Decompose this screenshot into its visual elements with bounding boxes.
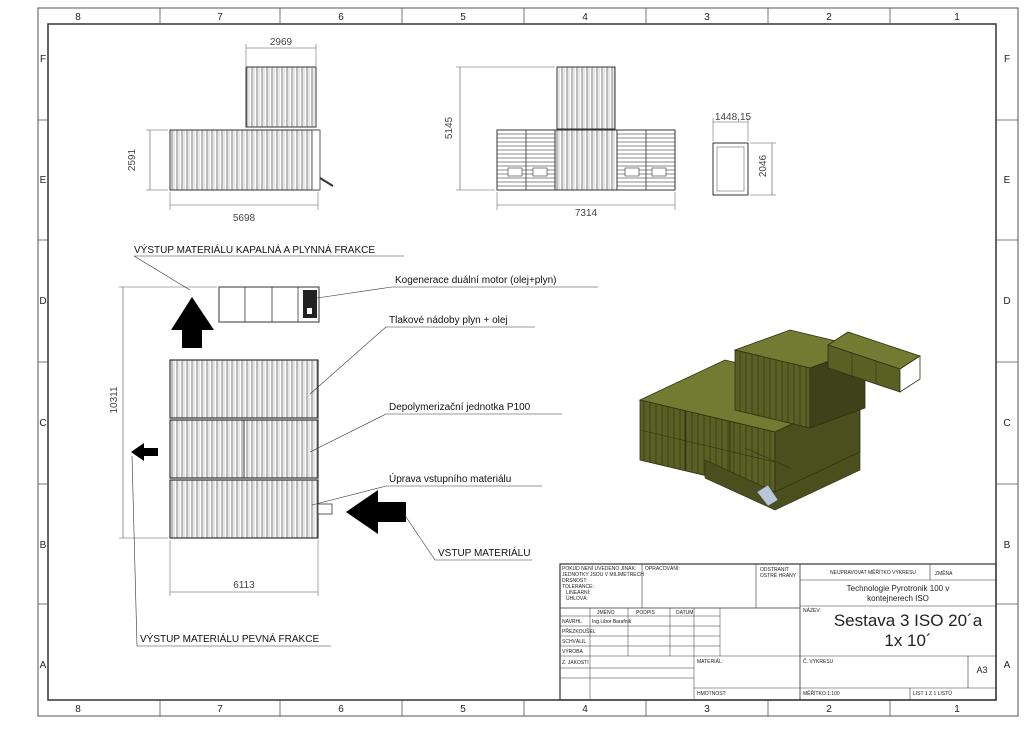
zone-row-d-right: D [1003, 296, 1010, 307]
zone-row-d-left: D [39, 296, 46, 307]
zone-row-b-right: B [1004, 540, 1011, 551]
svg-text:PŘEZKOUŠEL: PŘEZKOUŠEL [562, 627, 596, 635]
cogeneration-unit [218, 286, 320, 323]
dim-end-height: 2046 [758, 154, 769, 177]
zone-col-3-top: 3 [704, 12, 710, 23]
sheet-size: A3 [976, 665, 987, 675]
svg-text:LIST 1 Z 1 LISTŮ: LIST 1 Z 1 LISTŮ [913, 690, 952, 697]
drawing-title-line2: 1x 10´ [884, 631, 931, 650]
dim-front-width: 7314 [575, 208, 598, 219]
zone-row-a-left: A [40, 660, 47, 671]
zone-row-a-right: A [1004, 660, 1011, 671]
svg-text:NEUPRAVOVAT MĚŘÍTKO VÝKRESU: NEUPRAVOVAT MĚŘÍTKO VÝKRESU [830, 568, 916, 576]
dim-end-width: 1448,15 [715, 112, 752, 123]
dim-plan-width: 6113 [233, 580, 255, 591]
title-block-text: POKUD NENÍ UVEDENO JINAK: JEDNOTKY JSOU … [562, 565, 988, 697]
callouts: VÝSTUP MATERIÁLU KAPALNÁ A PLYNNÁ FRAKCE… [131, 243, 598, 647]
zone-row-f-right: F [1004, 54, 1010, 65]
svg-text:ÚHLOVÁ:: ÚHLOVÁ: [566, 595, 588, 602]
side-view: 2969 2591 5698 [127, 37, 334, 224]
zone-col-5-top: 5 [460, 12, 466, 23]
dim-top-width: 2969 [270, 37, 293, 48]
end-view: 1448,15 2046 [712, 112, 776, 196]
svg-text:Ing.Libor Barafnik: Ing.Libor Barafnik [592, 619, 632, 625]
zone-col-7-top: 7 [217, 12, 223, 23]
label-depolymerization: Depolymerizační jednotka P100 [389, 402, 531, 413]
svg-text:VÝROBA: VÝROBA [562, 648, 584, 655]
zone-col-6-bottom: 6 [338, 704, 344, 715]
zone-col-3-bottom: 3 [704, 704, 710, 715]
output-up-arrow [171, 297, 214, 348]
dim-side-height: 2591 [127, 148, 138, 171]
label-output-solid: VÝSTUP MATERIÁLU PEVNÁ FRAKCE [140, 632, 319, 645]
dim-front-height: 5145 [444, 116, 455, 139]
zone-col-7-bottom: 7 [217, 704, 223, 715]
zone-col-4-top: 4 [582, 12, 588, 23]
svg-text:Č. VÝKRESU: Č. VÝKRESU [803, 658, 834, 665]
svg-text:JEDNOTKY JSOU V MILIMETRECH: JEDNOTKY JSOU V MILIMETRECH [562, 572, 644, 578]
isometric-view [638, 329, 921, 511]
output-left-arrow [131, 443, 158, 461]
svg-text:SCHVÁLIL: SCHVÁLIL [562, 638, 586, 645]
svg-text:POKUD NENÍ UVEDENO JINAK:: POKUD NENÍ UVEDENO JINAK: [562, 565, 636, 572]
dim-plan-height: 10311 [109, 386, 120, 414]
zone-col-8-bottom: 8 [75, 704, 81, 715]
zone-row-c-right: C [1003, 418, 1010, 429]
front-view: 5145 7314 [444, 66, 676, 219]
zone-col-1-bottom: 1 [954, 704, 960, 715]
zone-row-c-left: C [39, 418, 46, 429]
zone-row-f-left: F [40, 54, 46, 65]
label-input-preparation: Úprava vstupního materiálu [389, 472, 511, 485]
zone-row-e-right: E [1004, 175, 1011, 186]
title-block [559, 563, 997, 701]
svg-text:MĚŘÍTKO:1:100: MĚŘÍTKO:1:100 [803, 689, 840, 697]
plan-view: 10311 6113 [109, 286, 406, 596]
zone-col-2-top: 2 [826, 12, 832, 23]
zone-col-4-bottom: 4 [582, 704, 588, 715]
svg-text:DATUM: DATUM [676, 610, 693, 616]
label-output-liquid-gas: VÝSTUP MATERIÁLU KAPALNÁ A PLYNNÁ FRAKCE [134, 243, 375, 256]
svg-text:DRSNOST:: DRSNOST: [562, 578, 587, 584]
drawing-title-line1: Sestava 3 ISO 20´a [834, 611, 983, 630]
svg-text:MATERIÁL:: MATERIÁL: [697, 658, 723, 665]
zone-col-2-bottom: 2 [826, 704, 832, 715]
svg-text:LINEÁRNÍ:: LINEÁRNÍ: [566, 589, 590, 596]
container-pressure [169, 359, 319, 419]
zone-col-1-top: 1 [954, 12, 960, 23]
zone-col-5-bottom: 5 [460, 704, 466, 715]
zone-row-b-left: B [40, 540, 47, 551]
svg-text:Z. JAKOSTI: Z. JAKOSTI [562, 660, 589, 666]
svg-text:TOLERANCE:: TOLERANCE: [562, 584, 594, 590]
svg-text:HMOTNOST:: HMOTNOST: [697, 691, 726, 697]
svg-text:JMÉNO: JMÉNO [597, 609, 615, 616]
svg-text:NAVRHL: NAVRHL [562, 619, 582, 625]
label-cogeneration: Kogenerace duální motor (olej+plyn) [395, 275, 556, 286]
svg-text:PODPIS: PODPIS [636, 610, 656, 616]
zone-col-8-top: 8 [75, 12, 81, 23]
dim-side-length: 5698 [233, 213, 256, 224]
svg-text:ODSTRANIT: ODSTRANIT [760, 567, 789, 573]
label-pressure-vessels: Tlakové nádoby plyn + olej [389, 315, 508, 326]
svg-text:OSTRÉ HRANY: OSTRÉ HRANY [760, 572, 797, 579]
company-subtitle: kontejnerech ISO [867, 594, 929, 603]
input-arrow [346, 490, 406, 534]
svg-text:OPRACOVÁNÍ:: OPRACOVÁNÍ: [645, 565, 680, 572]
company-title: Technologie Pyrotronik 100 v [847, 584, 950, 593]
container-input-prep [169, 479, 319, 539]
zone-ticks [38, 8, 1018, 716]
zone-col-6-top: 6 [338, 12, 344, 23]
svg-text:ZMĚNA: ZMĚNA [935, 569, 953, 577]
label-input-material: VSTUP MATERIÁLU [438, 546, 530, 559]
zone-row-e-left: E [40, 175, 47, 186]
svg-text:NÁZEV:: NÁZEV: [803, 607, 821, 614]
